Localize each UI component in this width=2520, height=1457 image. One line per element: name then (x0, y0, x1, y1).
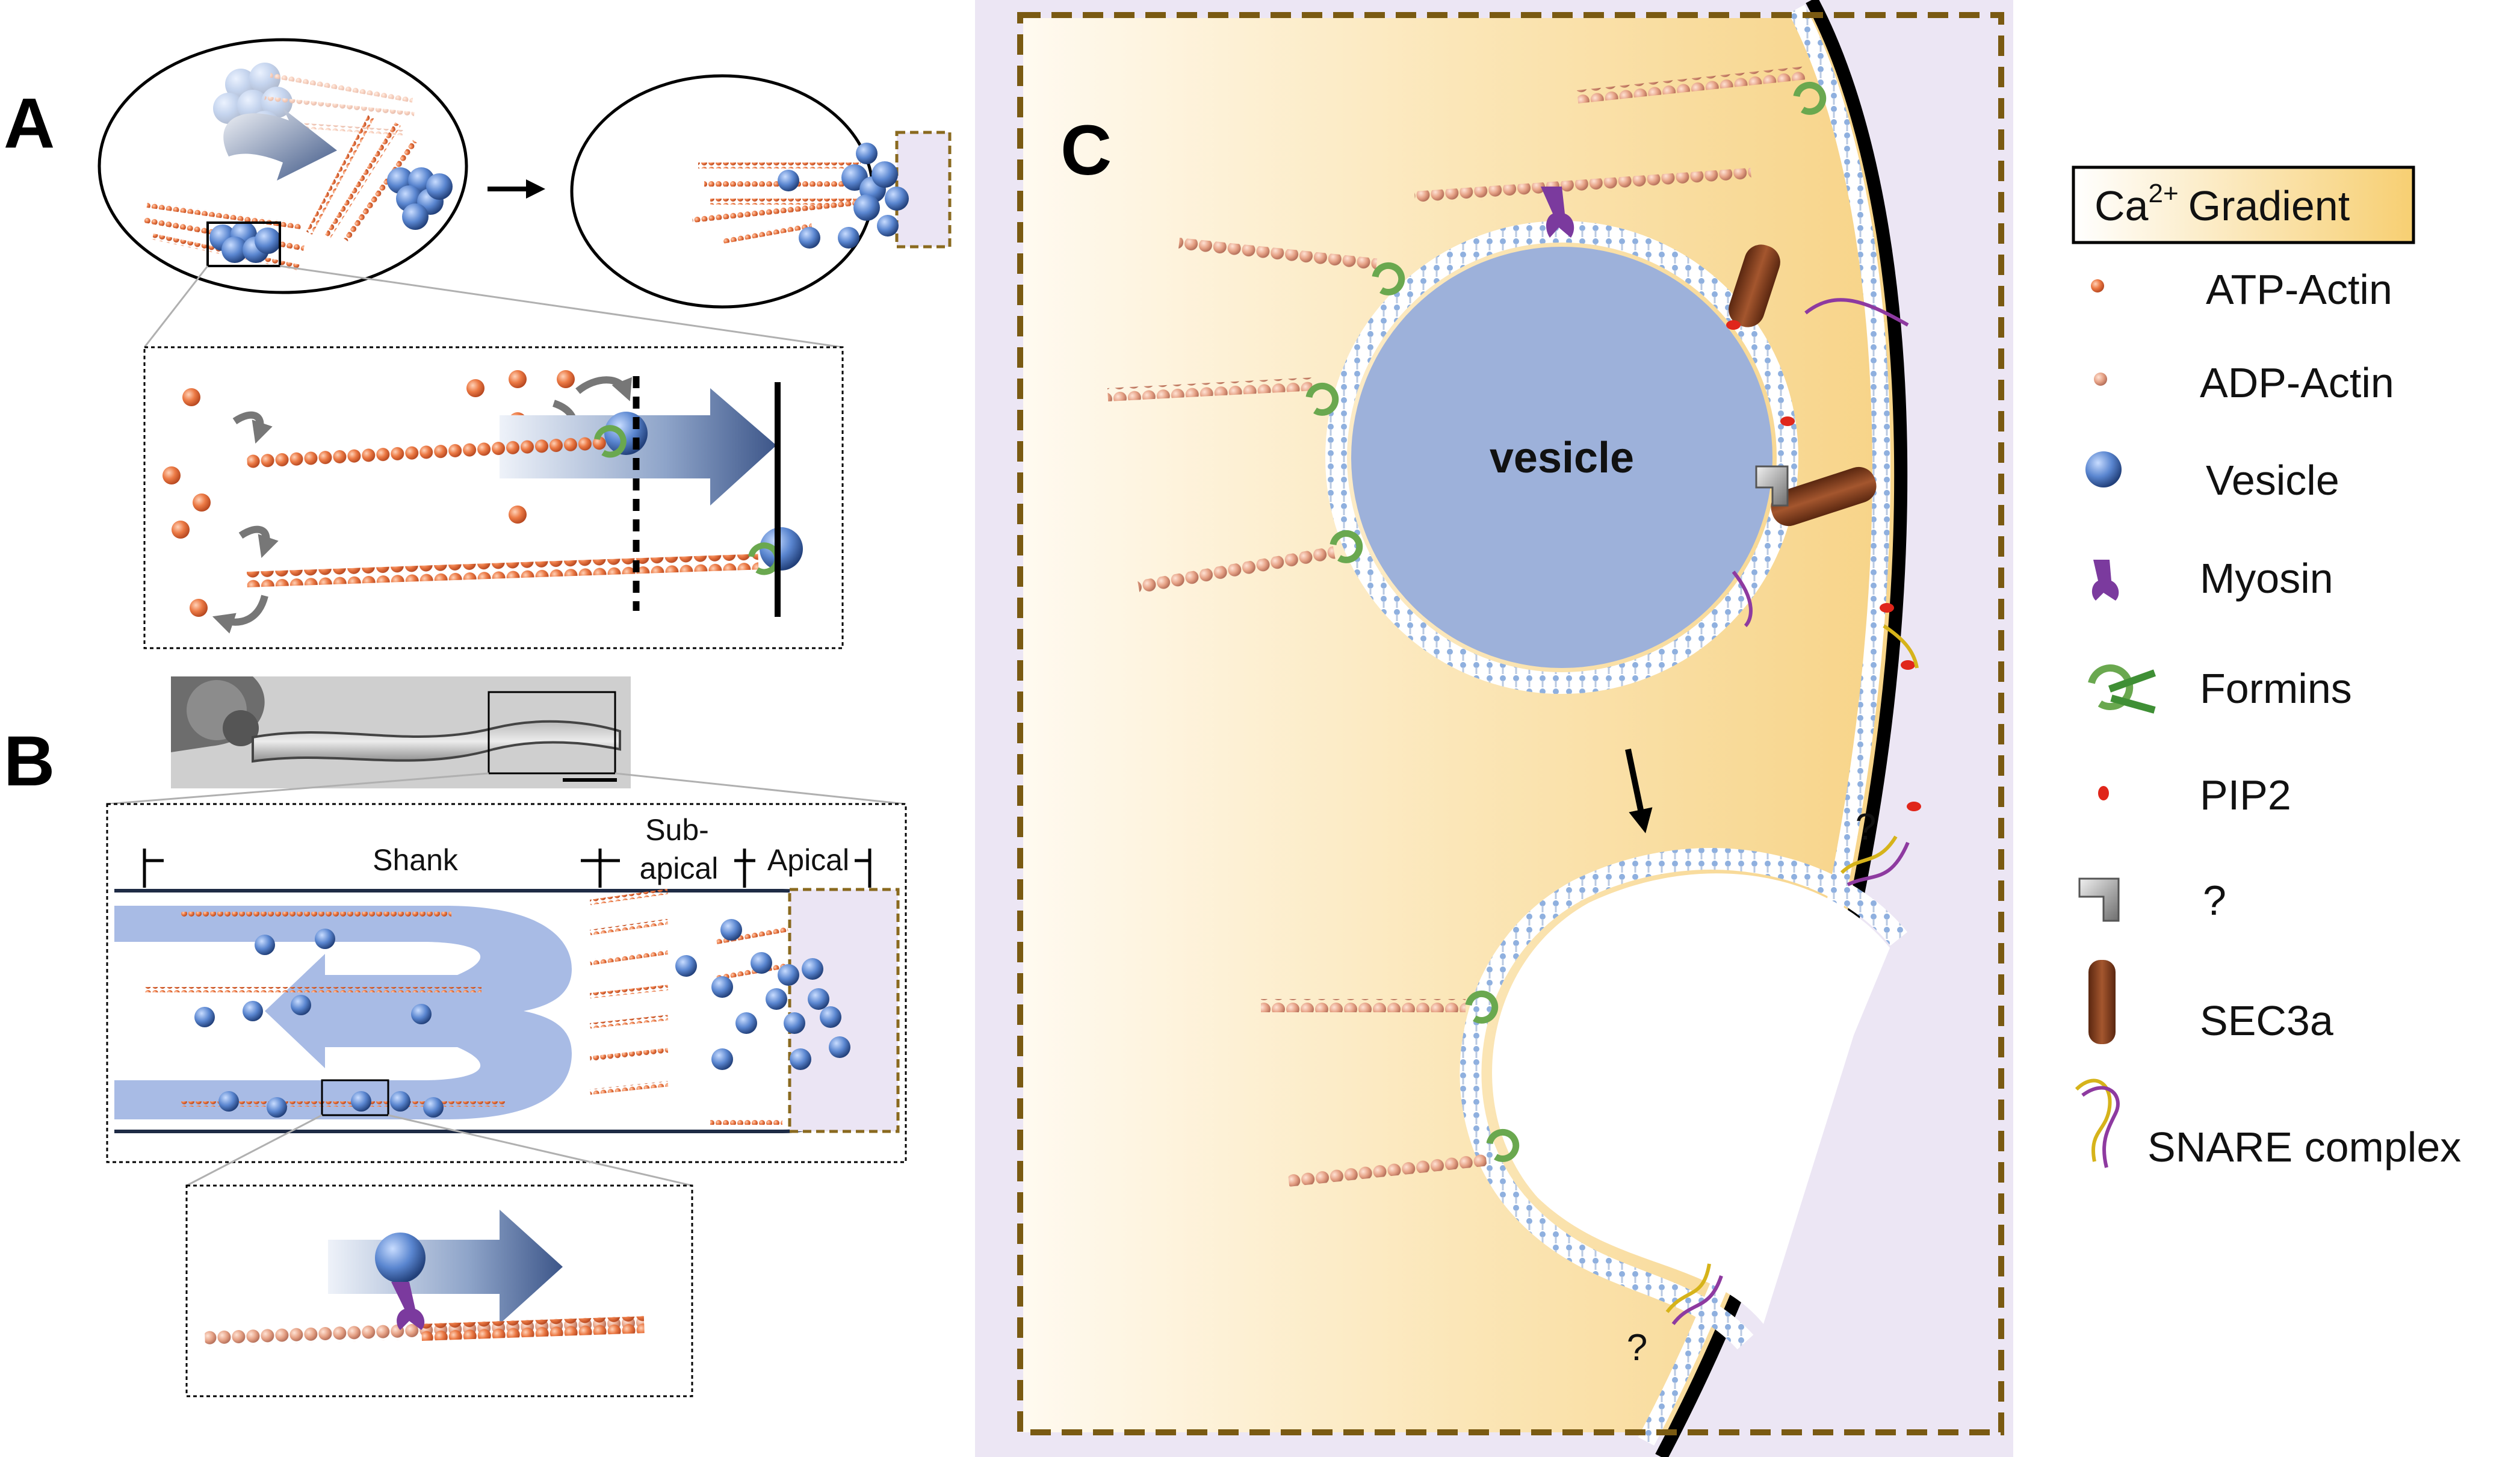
zone-label-shank: Shank (373, 843, 459, 877)
question-mark-1: ? (1856, 806, 1876, 848)
formins-c (1305, 81, 1827, 1162)
panel-b-letter: B (4, 722, 55, 801)
legend: Ca2+Gradient ATP-Actin ADP-Actin Vesicle… (2072, 165, 2461, 1171)
panel-c-letter: C (1060, 111, 1112, 190)
unknown-protein-icon (2078, 877, 2120, 922)
vesicle-fusing (1460, 848, 1907, 1350)
fusion-arrow (1625, 748, 1653, 834)
legend-label-adp-actin: ADP-Actin (2200, 359, 2394, 406)
detail-box-a (143, 346, 844, 649)
panel-b-detail (185, 1184, 693, 1397)
zoom-box-a (206, 221, 281, 267)
legend-label-formins: Formins (2200, 665, 2352, 712)
apical-box-b (788, 888, 900, 1133)
panel-a-detail (143, 346, 844, 649)
panel-c: C vesicle (975, 0, 2013, 1457)
myosin-icon (2091, 560, 2119, 601)
vesicle-a1 (604, 412, 648, 455)
cell-after (570, 74, 952, 309)
legend-label-sec3a: SEC3a (2200, 997, 2333, 1044)
vesicle-transport-arrow-b (328, 1210, 563, 1324)
question-mark-2: ? (1627, 1327, 1647, 1369)
zone-label-apical: Apical (767, 843, 849, 877)
legend-label-unknown: ? (2203, 877, 2226, 924)
unknown-protein-c (1755, 465, 1789, 507)
snare-complex-icon (2075, 1078, 2120, 1168)
adp-actin-icon (2094, 373, 2107, 386)
cell-outline-2 (570, 74, 875, 309)
legend-label-myosin: Myosin (2200, 555, 2333, 602)
vesicle-b (375, 1233, 426, 1283)
panel-a-letter: A (4, 84, 55, 163)
myosin-b (391, 1282, 425, 1330)
micrograph (171, 676, 631, 788)
extracellular-space (1661, 0, 2013, 1457)
pip2-c (1726, 320, 1921, 811)
legend-label-vesicle: Vesicle (2206, 457, 2339, 504)
vesicle-a2 (760, 527, 803, 571)
zone-label-subapical-2: apical (640, 852, 719, 885)
cytoplasmic-flow-arrow (114, 906, 572, 1119)
hypha-diagram: Shank Sub- apical Apical (106, 803, 907, 1163)
vesicle-large: vesicle (1325, 221, 1798, 694)
zoom-box-b (488, 691, 616, 775)
legend-label-snare: SNARE complex (2147, 1124, 2461, 1171)
zoom-box-b2 (321, 1079, 389, 1116)
zone-label-subapical-1: Sub- (645, 813, 709, 847)
legend-label-pip2: PIP2 (2200, 772, 2291, 818)
atp-actin-icon (2091, 279, 2104, 292)
myosin-c (1541, 187, 1574, 238)
translocation-arrow (223, 108, 337, 181)
cell-before (98, 38, 468, 294)
legend-label-atp-actin: ATP-Actin (2206, 266, 2392, 313)
formin-icon (2088, 664, 2156, 714)
panel-b: B Shank Sub- apical Apical (4, 676, 907, 1397)
sec3a-c2 (1771, 466, 1877, 527)
actin-filament-a2 (247, 554, 759, 587)
panel-a: A (4, 38, 952, 649)
legend-gradient-box (2072, 165, 2415, 244)
cluster-left (143, 202, 305, 271)
vesicle-icon (2085, 451, 2122, 487)
sec3a-c1 (1729, 244, 1780, 327)
snare-c (1665, 298, 1919, 1325)
apical-box-a (895, 131, 952, 249)
zone-dividers (143, 849, 871, 888)
cluster-right (306, 114, 453, 243)
actin-filaments-c (1107, 66, 1806, 1187)
sec3a-icon (2088, 960, 2116, 1044)
actin-filament-a1 (247, 435, 608, 470)
vesicle-label: vesicle (1490, 434, 1634, 482)
apical-box-c (1017, 12, 2004, 1435)
legend-gradient-label: Ca2+Gradient (2094, 179, 2350, 229)
pip2-icon (2098, 786, 2109, 800)
